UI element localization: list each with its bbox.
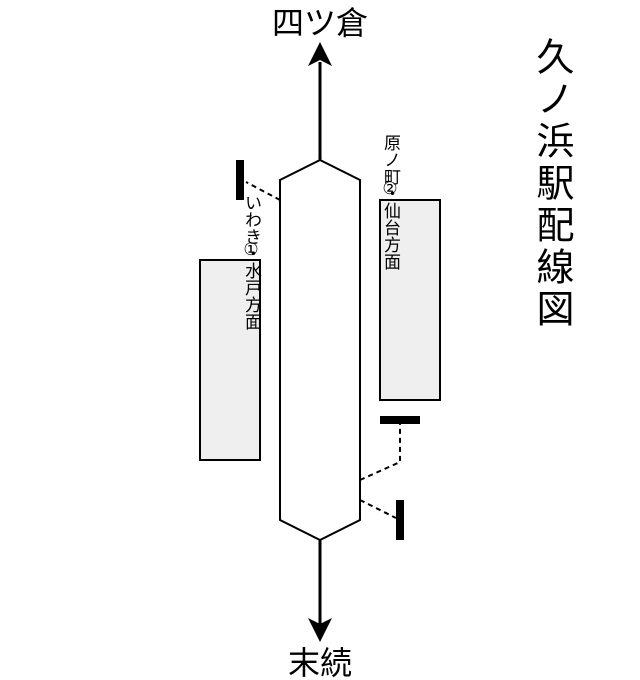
- siding-connector-upper-left: [245, 181, 281, 201]
- diagram-title: 久ノ浜駅配線図: [530, 37, 574, 331]
- platform-2: [379, 199, 441, 401]
- siding-connector-right: [359, 420, 401, 481]
- siding-connector-lower-right: [359, 499, 397, 519]
- platform-1: [199, 259, 261, 461]
- direction-label-bottom: 末続: [288, 644, 352, 680]
- platform-2-destination: 原ノ町・仙台方面: [380, 134, 401, 270]
- buffer-stop-right: [380, 416, 420, 424]
- arrow-up-icon: [308, 42, 332, 66]
- direction-label-top: 四ツ倉: [272, 4, 368, 42]
- platform-1-number: ①: [243, 240, 258, 260]
- buffer-stop-lower-right: [396, 500, 404, 540]
- platform-1-destination: いわき・水戸方面: [241, 194, 262, 330]
- track-loop: [279, 158, 361, 542]
- platform-2-number: ②: [382, 179, 397, 199]
- arrow-down-icon: [308, 618, 332, 642]
- buffer-stop-upper-left: [236, 160, 244, 200]
